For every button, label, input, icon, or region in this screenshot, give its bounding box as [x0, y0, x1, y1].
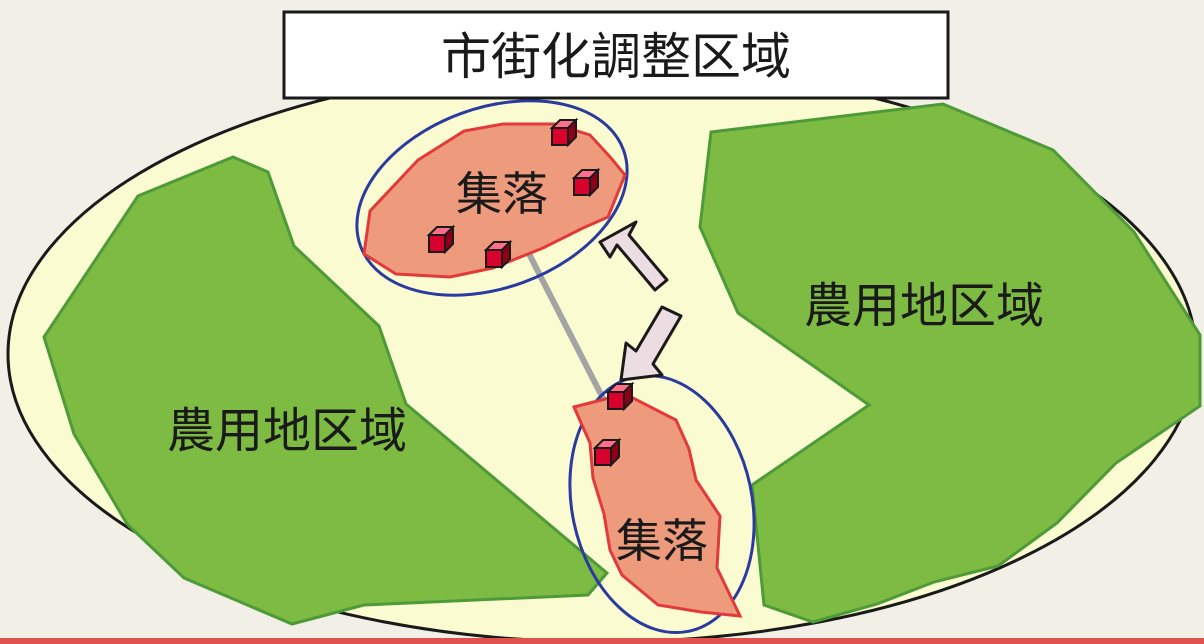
house-icon	[485, 241, 511, 268]
house-icon	[428, 226, 454, 253]
village-link-line	[522, 244, 613, 414]
house-icon	[573, 169, 599, 196]
house-icon	[594, 439, 620, 466]
farmland-right	[698, 102, 1202, 624]
farmland-left-label: 農用地区域	[167, 403, 407, 459]
farmland-left	[42, 155, 610, 626]
house-icon	[607, 383, 633, 410]
village-upper-ring	[355, 99, 629, 297]
bottom-accent-bar	[0, 638, 1204, 644]
village-upper-label: 集落	[456, 167, 548, 221]
farmland-right-label: 農用地区域	[804, 278, 1044, 334]
title-box	[282, 10, 950, 100]
arrow-up-left-icon	[598, 220, 669, 292]
village-lower-label: 集落	[616, 514, 708, 568]
arrow-down-left-icon	[619, 305, 683, 382]
page-title: 市街化調整区域	[441, 28, 791, 86]
house-icon	[551, 119, 577, 146]
